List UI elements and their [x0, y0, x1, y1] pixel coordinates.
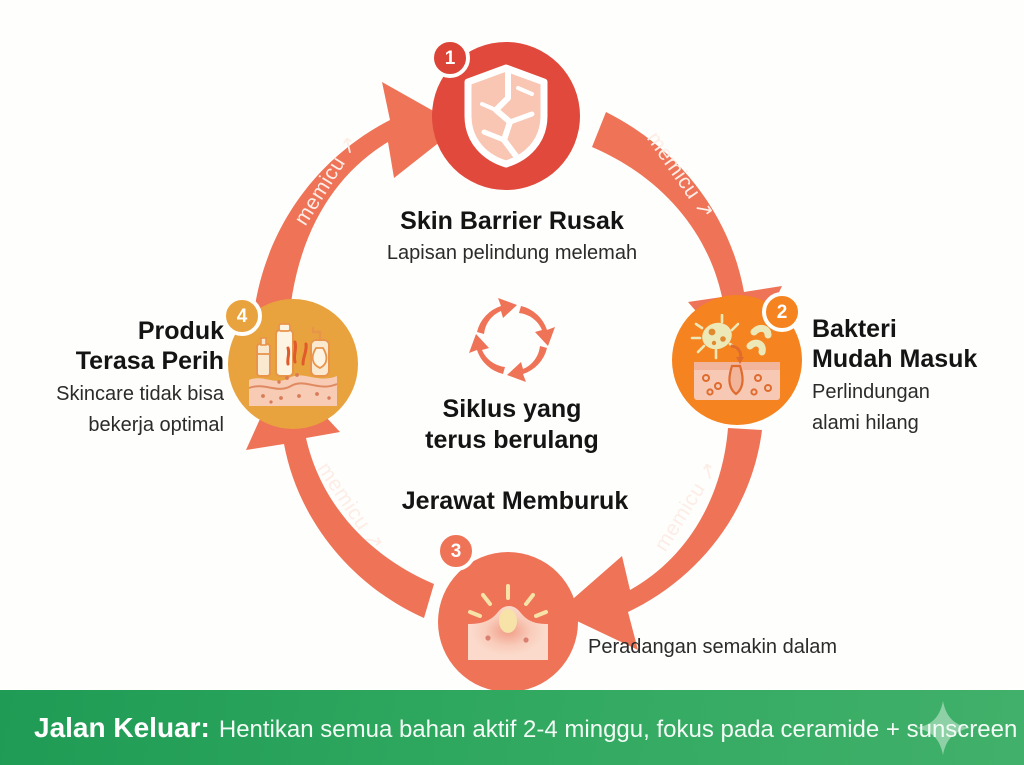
skincare-products-stinging-skin-icon — [248, 323, 338, 406]
cycle-step-1[interactable] — [432, 42, 580, 190]
banner-lead-label: Jalan Keluar: — [34, 711, 210, 743]
center-caption-line1: Siklus yang — [442, 395, 582, 423]
step-subtitle-3: Peradangan semakin dalam — [588, 636, 838, 658]
step-badge-2: 2 — [762, 292, 802, 332]
step-subtitle-line1: Perlindungan — [812, 381, 930, 403]
step-title-line2: Terasa Perih — [75, 347, 224, 375]
cycle-step-2[interactable] — [672, 295, 802, 425]
center-caption: Siklus yang terus berulang — [372, 394, 652, 455]
step-label-2: Bakteri Mudah Masuk Perlindungan alami h… — [812, 314, 1022, 436]
step-badge-1: 1 — [430, 38, 470, 78]
step-label-4: Produk Terasa Perih Skincare tidak bisa … — [8, 316, 224, 438]
bacteria-entering-pore-icon — [690, 314, 780, 400]
cracked-shield-icon — [464, 64, 548, 168]
circular-refresh-cycle-icon — [469, 298, 555, 382]
cycle-center: Siklus yang terus berulang — [372, 296, 652, 455]
step-subtitle-line2: bekerja optimal — [88, 414, 224, 436]
arrow-step2-to-step3 — [558, 428, 762, 650]
step-title: Skin Barrier Rusak — [400, 207, 624, 235]
arrow-step3-to-step4 — [246, 370, 434, 618]
step-label-1: Skin Barrier Rusak Lapisan pelindung mel… — [330, 206, 694, 266]
sparkle-star-icon — [916, 700, 970, 755]
step-title-3: Jerawat Memburuk — [401, 487, 629, 515]
step-subtitle-line2: alami hilang — [812, 412, 919, 434]
step-title-line1: Bakteri — [812, 315, 897, 343]
banner-content: Jalan Keluar: Hentikan semua bahan aktif… — [0, 712, 1017, 744]
arrow-step4-to-step1 — [252, 82, 460, 336]
center-caption-line2: terus berulang — [425, 425, 599, 454]
step-title-line2: Mudah Masuk — [812, 345, 978, 373]
cycle-diagram: memicu ↗ memicu ↗ memicu ↗ memicu ↗ — [8, 38, 1022, 692]
step-badge-number: 2 — [776, 301, 788, 323]
step-badge-3: 3 — [436, 531, 476, 571]
banner-text: Hentikan semua bahan aktif 2-4 minggu, f… — [218, 715, 1018, 743]
inflamed-pimple-icon — [468, 584, 548, 660]
step-badge-number: 1 — [444, 47, 456, 69]
step-badge-number: 3 — [450, 540, 462, 562]
cycle-step-3[interactable] — [438, 552, 578, 692]
step-subtitle: Lapisan pelindung melemah — [386, 242, 638, 264]
step-badge-number: 4 — [236, 305, 248, 327]
solution-banner: Jalan Keluar: Hentikan semua bahan aktif… — [0, 690, 1024, 765]
step-badge-4: 4 — [222, 296, 262, 336]
step-subtitle-line1: Skincare tidak bisa — [56, 383, 224, 405]
step-title-line1: Produk — [137, 317, 224, 345]
